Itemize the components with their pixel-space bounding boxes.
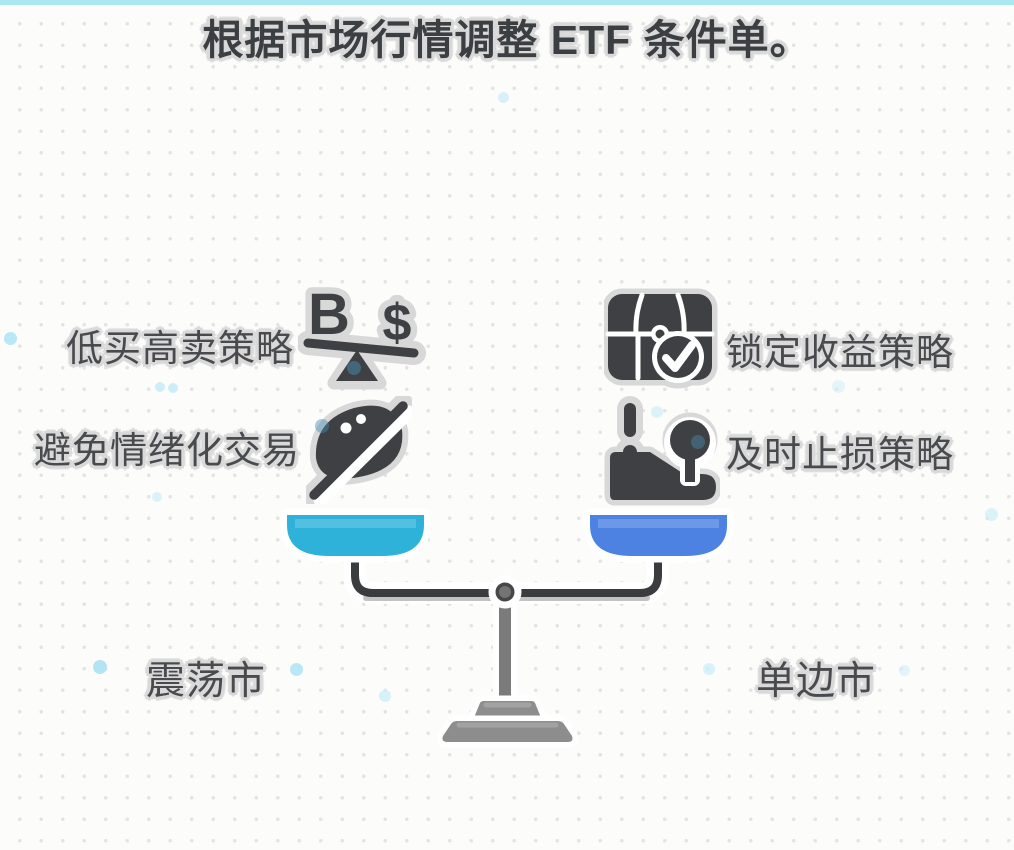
decor-dot — [155, 382, 165, 392]
stop-loss-lever-icon — [604, 396, 720, 506]
left-pan-highlight — [295, 519, 416, 528]
bitcoin-dollar-seesaw-icon: B $ B $ — [298, 276, 426, 390]
label-volatile-market: 震荡市 — [146, 660, 267, 703]
decor-dot — [832, 380, 845, 393]
label-avoid-emotional-trading: 避免情绪化交易 — [34, 430, 300, 471]
decor-dot — [168, 383, 178, 393]
decor-dot — [152, 492, 162, 502]
pivot-center — [499, 586, 511, 598]
right-pan-highlight — [598, 519, 719, 528]
label-trending-market: 单边市 — [756, 660, 877, 703]
top-accent-bar — [0, 0, 1014, 5]
svg-text:B: B — [308, 282, 350, 347]
decor-dot — [4, 332, 17, 345]
eye-off-icon — [306, 396, 412, 504]
treasure-chest-check-icon — [604, 288, 718, 389]
right-pan — [583, 508, 734, 563]
balance-scale — [280, 508, 734, 748]
decor-dot — [93, 660, 107, 674]
svg-text:$: $ — [383, 294, 412, 352]
page-title: 根据市场行情调整 ETF 条件单。 — [202, 17, 812, 63]
label-lock-in-profit: 锁定收益策略 — [726, 332, 954, 373]
label-buy-low-sell-high: 低买高卖策略 — [66, 328, 294, 369]
label-timely-stop-loss: 及时止损策略 — [726, 434, 954, 475]
left-pan — [280, 508, 431, 563]
decor-dot — [899, 665, 910, 676]
decor-dot — [985, 508, 998, 521]
decor-dot — [498, 92, 509, 103]
